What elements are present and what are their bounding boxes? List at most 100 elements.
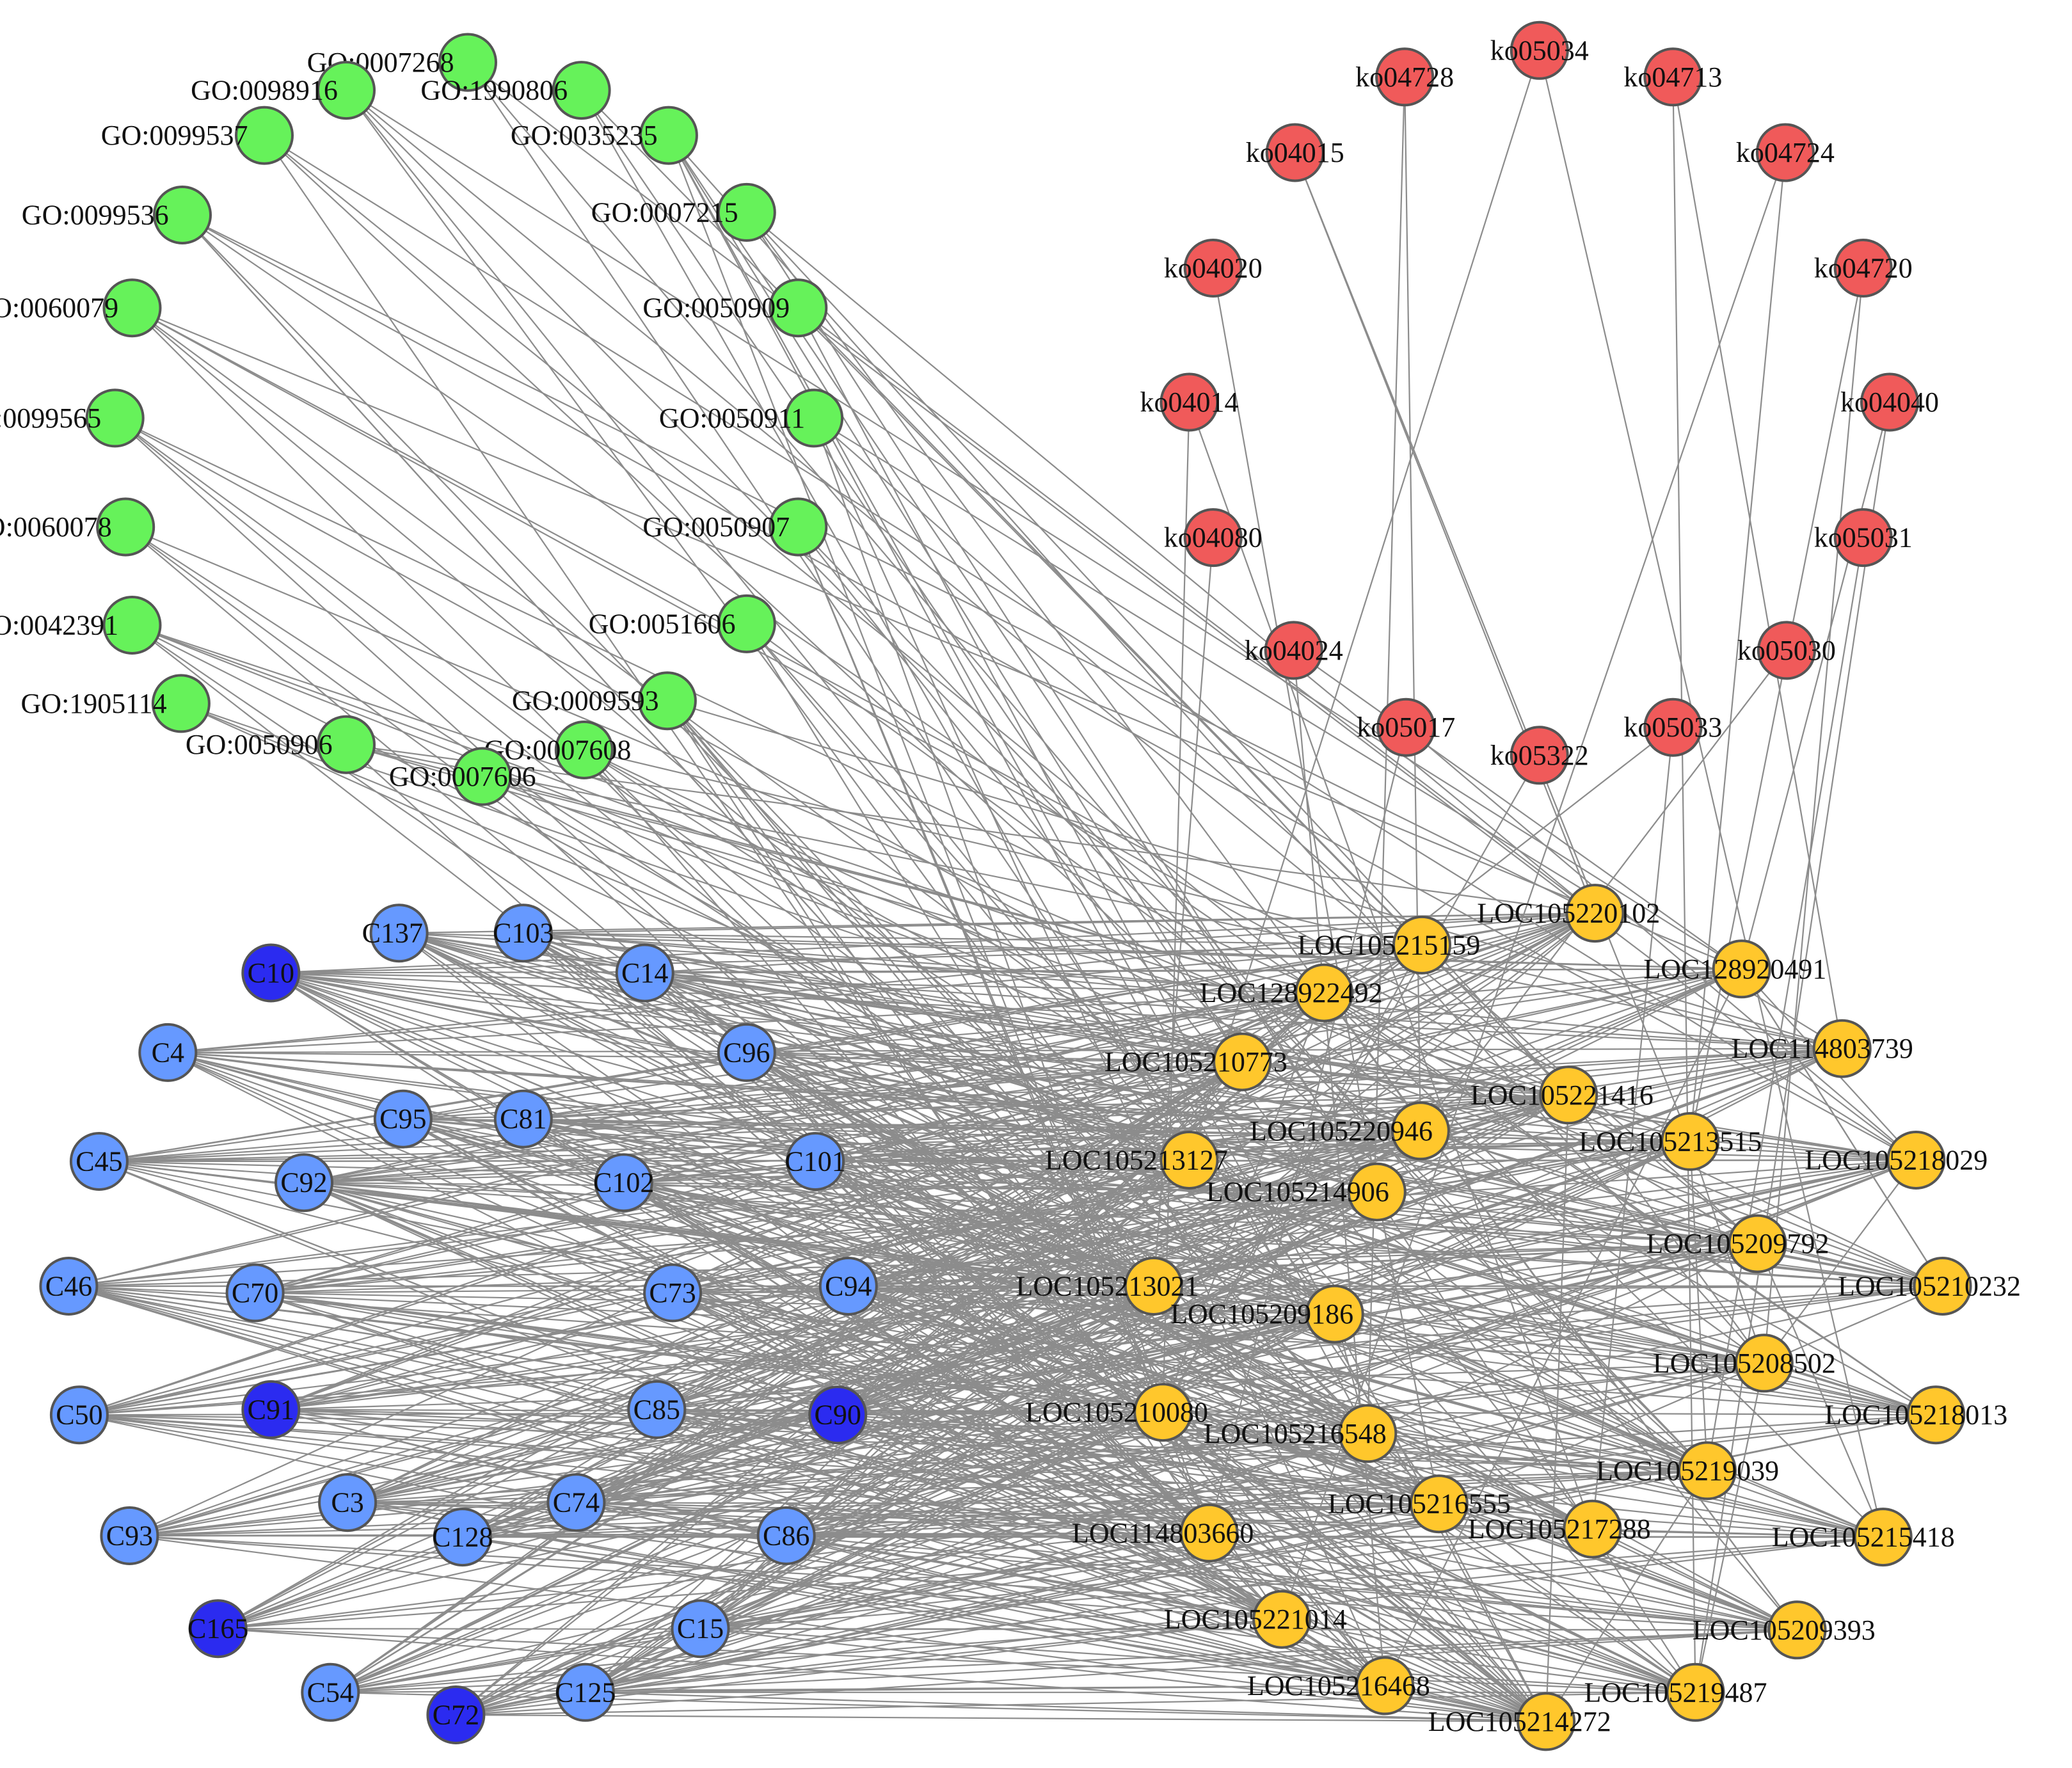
cluster-node-c137[interactable]: [369, 904, 429, 963]
cluster-node-c103[interactable]: [493, 904, 553, 963]
cluster-node-c73[interactable]: [643, 1263, 703, 1323]
go-node-go-0035235[interactable]: [639, 106, 698, 165]
cluster-node-c90[interactable]: [808, 1385, 868, 1445]
loc-node-loc105216555[interactable]: [1409, 1474, 1469, 1534]
loc-node-loc105218029[interactable]: [1886, 1131, 1946, 1190]
ko-node-ko05034[interactable]: [1510, 20, 1569, 80]
edge: [180, 703, 1190, 1161]
go-node-go-0050909[interactable]: [769, 278, 828, 338]
cluster-node-c14[interactable]: [615, 943, 674, 1003]
loc-node-loc105210232[interactable]: [1913, 1257, 1972, 1316]
loc-node-loc105220102[interactable]: [1565, 884, 1625, 943]
go-node-go-0007606[interactable]: [452, 747, 512, 806]
go-node-go-1990806[interactable]: [552, 61, 611, 120]
cluster-node-c3[interactable]: [318, 1473, 378, 1533]
loc-node-loc105215159[interactable]: [1392, 915, 1451, 975]
go-node-go-0060078[interactable]: [96, 497, 155, 557]
edge: [745, 623, 1154, 1287]
loc-node-loc105208502[interactable]: [1734, 1334, 1794, 1393]
ko-node-ko04015[interactable]: [1265, 123, 1325, 182]
loc-node-loc105219487[interactable]: [1666, 1662, 1725, 1722]
loc-node-loc105209792[interactable]: [1728, 1214, 1787, 1273]
cluster-node-c128[interactable]: [433, 1508, 492, 1567]
ko-node-ko05322[interactable]: [1510, 726, 1569, 785]
cluster-node-c72[interactable]: [426, 1685, 486, 1744]
edge: [482, 776, 1325, 994]
go-node-go-0007608[interactable]: [554, 721, 614, 779]
ko-node-ko04080[interactable]: [1183, 508, 1243, 568]
ko-node-ko04720[interactable]: [1833, 239, 1893, 298]
cluster-node-c94[interactable]: [818, 1257, 878, 1316]
cluster-node-c70[interactable]: [225, 1263, 285, 1323]
cluster-node-c102[interactable]: [594, 1153, 653, 1213]
cluster-node-c81[interactable]: [493, 1089, 553, 1149]
ko-node-ko05033[interactable]: [1643, 697, 1703, 757]
go-node-go-0099536[interactable]: [153, 186, 212, 244]
go-node-go-0007268[interactable]: [438, 33, 497, 92]
cluster-node-c85[interactable]: [627, 1380, 687, 1439]
go-node-go-0050911[interactable]: [785, 388, 844, 448]
go-node-go-0050906[interactable]: [317, 715, 376, 774]
loc-node-loc105216468[interactable]: [1355, 1656, 1415, 1716]
cluster-node-c91[interactable]: [241, 1380, 301, 1439]
cluster-node-c46[interactable]: [39, 1257, 99, 1316]
cluster-node-c101[interactable]: [786, 1132, 845, 1191]
go-node-go-0051606[interactable]: [717, 594, 776, 653]
cluster-node-c74[interactable]: [546, 1473, 606, 1533]
cluster-node-c96[interactable]: [717, 1023, 776, 1082]
loc-node-loc128922492[interactable]: [1295, 963, 1354, 1023]
loc-node-loc105213515[interactable]: [1661, 1111, 1720, 1171]
loc-node-loc114803739[interactable]: [1812, 1019, 1872, 1078]
edge: [813, 417, 1843, 1049]
loc-node-loc105213021[interactable]: [1124, 1257, 1183, 1316]
loc-node-loc128920491[interactable]: [1712, 939, 1771, 999]
ko-node-ko04040[interactable]: [1860, 372, 1919, 432]
ko-node-ko05030[interactable]: [1757, 621, 1816, 680]
go-node-go-0060079[interactable]: [102, 278, 162, 338]
cluster-node-c165[interactable]: [188, 1599, 248, 1659]
cluster-node-c86[interactable]: [756, 1506, 816, 1565]
go-node-go-1905114[interactable]: [151, 674, 211, 733]
cluster-node-c10[interactable]: [241, 943, 301, 1003]
ko-node-ko04724[interactable]: [1755, 123, 1815, 182]
ko-node-ko04713[interactable]: [1643, 47, 1703, 107]
loc-node-loc105215418[interactable]: [1853, 1508, 1913, 1567]
loc-node-loc105221014[interactable]: [1252, 1589, 1312, 1649]
cluster-node-c45[interactable]: [69, 1132, 129, 1191]
loc-node-loc105220946[interactable]: [1391, 1101, 1450, 1161]
go-node-go-0050907[interactable]: [769, 497, 828, 557]
ko-node-ko04024[interactable]: [1264, 621, 1323, 680]
loc-node-loc105214272[interactable]: [1517, 1692, 1576, 1751]
cluster-node-c54[interactable]: [301, 1662, 360, 1722]
loc-node-loc105209186[interactable]: [1305, 1284, 1364, 1344]
ko-node-ko05017[interactable]: [1376, 697, 1436, 757]
go-node-go-0007215[interactable]: [717, 182, 776, 242]
loc-node-loc114803660[interactable]: [1179, 1503, 1239, 1563]
ko-node-ko04728[interactable]: [1375, 47, 1435, 107]
loc-node-loc105214906[interactable]: [1347, 1162, 1407, 1222]
go-node-go-0042391[interactable]: [102, 596, 162, 655]
loc-node-loc105210773[interactable]: [1213, 1032, 1272, 1092]
loc-node-loc105219039[interactable]: [1678, 1441, 1737, 1501]
cluster-node-c93[interactable]: [100, 1506, 159, 1565]
loc-node-loc105217288[interactable]: [1563, 1499, 1622, 1559]
cluster-node-c95[interactable]: [373, 1089, 433, 1149]
cluster-node-c92[interactable]: [275, 1153, 333, 1213]
ko-node-ko04020[interactable]: [1183, 239, 1243, 298]
ko-node-ko05031[interactable]: [1833, 508, 1893, 568]
loc-node-loc105210080[interactable]: [1133, 1383, 1193, 1442]
cluster-node-c15[interactable]: [671, 1599, 730, 1659]
loc-node-loc105221416[interactable]: [1539, 1065, 1598, 1125]
go-node-go-0099565[interactable]: [85, 388, 145, 448]
go-node-go-0099537[interactable]: [235, 106, 294, 165]
go-node-go-0009593[interactable]: [637, 671, 697, 731]
cluster-node-c125[interactable]: [555, 1662, 615, 1722]
ko-node-ko04014[interactable]: [1160, 372, 1219, 432]
cluster-node-c50[interactable]: [49, 1385, 109, 1445]
go-node-go-0098916[interactable]: [317, 61, 376, 120]
loc-node-loc105213127[interactable]: [1160, 1131, 1219, 1190]
loc-node-loc105216548[interactable]: [1338, 1404, 1398, 1463]
loc-node-loc105218013[interactable]: [1906, 1385, 1966, 1445]
loc-node-loc105209393[interactable]: [1767, 1600, 1827, 1660]
cluster-node-c4[interactable]: [138, 1023, 198, 1082]
